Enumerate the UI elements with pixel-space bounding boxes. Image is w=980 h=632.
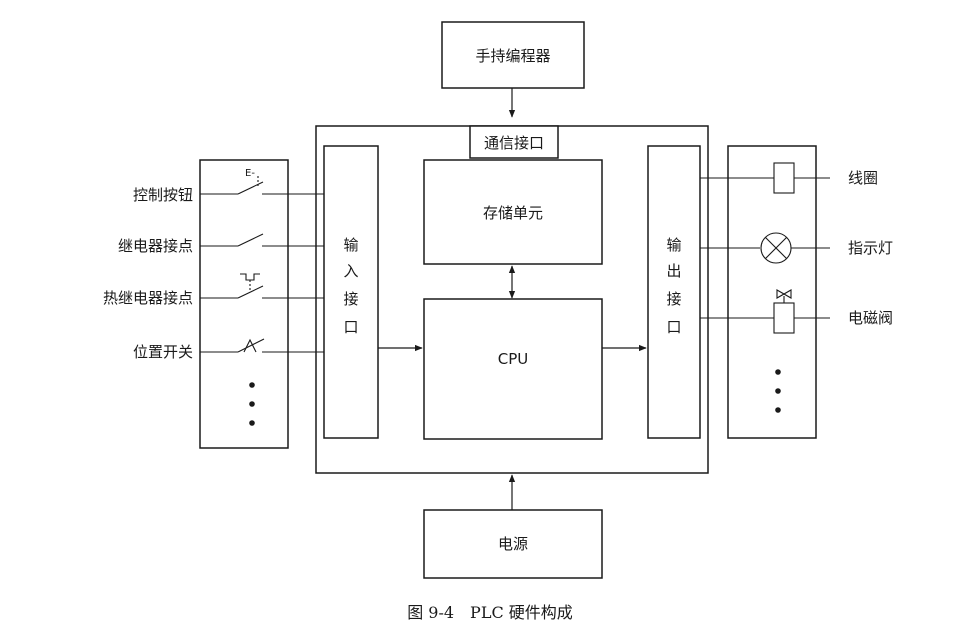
power-label: 电源 bbox=[498, 535, 528, 553]
button-actuator-mark: E- bbox=[245, 168, 255, 179]
input-label-relay-contact: 继电器接点 bbox=[118, 237, 193, 255]
input-more-dot-2 bbox=[249, 401, 255, 407]
limit-switch-symbol bbox=[200, 338, 324, 353]
figure-caption: 图 9-4 PLC 硬件构成 bbox=[407, 603, 573, 622]
input-devices-panel bbox=[199, 159, 289, 449]
thermal-relay-contact-symbol bbox=[200, 273, 324, 299]
indicator-lamp-symbol bbox=[700, 232, 830, 264]
control-button-symbol: E- bbox=[200, 168, 324, 195]
input-label-control-button: 控制按钮 bbox=[133, 186, 193, 204]
output-interface-char-3: 接 bbox=[666, 290, 681, 308]
output-interface-box bbox=[647, 145, 701, 439]
input-interface-char-3: 接 bbox=[343, 290, 358, 308]
input-interface-char-4: 口 bbox=[343, 318, 358, 336]
output-devices-panel bbox=[727, 145, 817, 439]
output-label-indicator-lamp: 指示灯 bbox=[848, 239, 893, 257]
relay-contact-symbol bbox=[200, 233, 324, 247]
cpu-label: CPU bbox=[498, 350, 529, 368]
input-more-dot-1 bbox=[249, 382, 255, 388]
output-label-solenoid-valve: 电磁阀 bbox=[848, 309, 893, 327]
output-interface-char-1: 输 bbox=[666, 236, 681, 254]
input-label-limit-switch: 位置开关 bbox=[133, 343, 193, 361]
output-label-coil: 线圈 bbox=[848, 169, 878, 187]
output-more-dot-3 bbox=[775, 407, 781, 413]
storage-unit-label: 存储单元 bbox=[483, 204, 543, 222]
output-more-dot-1 bbox=[775, 369, 781, 375]
cpu-box bbox=[423, 298, 603, 440]
comm-interface-label: 通信接口 bbox=[484, 134, 544, 152]
output-interface-char-4: 口 bbox=[666, 318, 681, 336]
storage-unit-box bbox=[423, 159, 603, 265]
input-more-dot-3 bbox=[249, 420, 255, 426]
solenoid-valve-symbol bbox=[700, 289, 830, 334]
input-label-thermal-relay: 热继电器接点 bbox=[103, 289, 193, 307]
coil-symbol bbox=[700, 162, 830, 194]
programmer-label: 手持编程器 bbox=[475, 47, 550, 65]
output-more-dot-2 bbox=[775, 388, 781, 394]
power-box bbox=[423, 509, 603, 579]
input-interface-char-2: 入 bbox=[343, 262, 358, 280]
input-interface-char-1: 输 bbox=[343, 236, 358, 254]
input-interface-box bbox=[323, 145, 379, 439]
programmer-box bbox=[441, 21, 585, 89]
comm-interface-box bbox=[469, 125, 559, 159]
output-interface-char-2: 出 bbox=[666, 262, 681, 280]
